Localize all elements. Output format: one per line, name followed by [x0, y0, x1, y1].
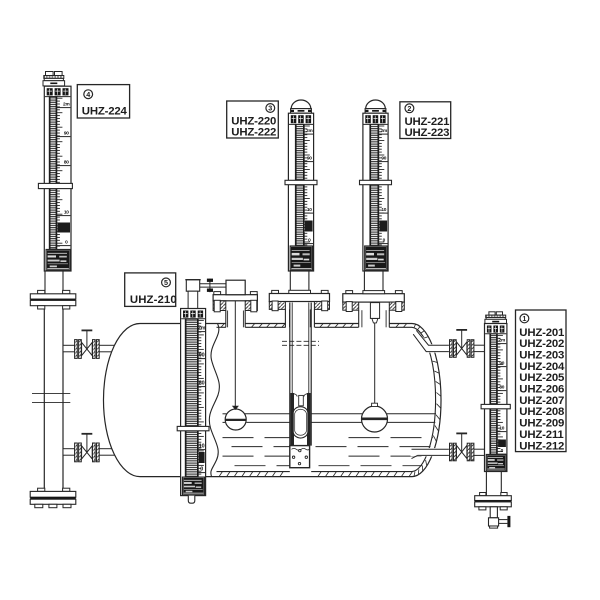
- svg-text:UHZ-221: UHZ-221: [405, 116, 451, 128]
- svg-text:2m: 2m: [198, 326, 206, 332]
- svg-text:UHZ-212: UHZ-212: [519, 440, 564, 452]
- svg-text:UHZ-209: UHZ-209: [519, 418, 564, 430]
- svg-text:UHZ-211: UHZ-211: [519, 429, 564, 441]
- svg-text:90: 90: [199, 353, 205, 359]
- svg-text:1: 1: [522, 314, 526, 323]
- svg-text:0: 0: [383, 238, 386, 244]
- svg-text:10: 10: [381, 207, 386, 213]
- svg-text:80: 80: [199, 381, 205, 387]
- svg-text:90: 90: [307, 156, 312, 162]
- svg-text:0: 0: [501, 448, 504, 454]
- svg-text:80: 80: [64, 160, 69, 166]
- svg-text:UHZ-223: UHZ-223: [405, 127, 450, 139]
- svg-text:UHZ-222: UHZ-222: [231, 127, 276, 139]
- svg-text:UHZ-207: UHZ-207: [519, 395, 564, 407]
- svg-text:10: 10: [499, 426, 504, 432]
- svg-text:UHZ-203: UHZ-203: [519, 350, 564, 362]
- svg-text:UHZ-220: UHZ-220: [231, 116, 276, 128]
- svg-text:0: 0: [200, 467, 203, 473]
- svg-text:2m: 2m: [63, 102, 70, 108]
- svg-text:UHZ-206: UHZ-206: [519, 384, 564, 396]
- svg-text:UHZ-205: UHZ-205: [519, 372, 565, 384]
- svg-text:90: 90: [64, 131, 69, 137]
- svg-text:2: 2: [407, 104, 411, 113]
- svg-text:0: 0: [308, 238, 311, 244]
- svg-text:UHZ-210: UHZ-210: [130, 294, 177, 306]
- svg-text:80: 80: [499, 385, 504, 391]
- svg-text:10: 10: [307, 207, 312, 213]
- svg-text:0: 0: [65, 240, 68, 246]
- svg-text:4: 4: [86, 90, 90, 99]
- svg-text:2m: 2m: [499, 338, 506, 344]
- svg-text:UHZ-204: UHZ-204: [519, 361, 565, 373]
- svg-text:UHZ-201: UHZ-201: [519, 327, 565, 339]
- svg-text:5: 5: [164, 278, 168, 287]
- svg-text:2m: 2m: [381, 128, 388, 134]
- svg-text:2m: 2m: [306, 128, 313, 134]
- svg-text:3: 3: [268, 104, 272, 113]
- svg-text:UHZ-224: UHZ-224: [82, 105, 128, 117]
- svg-text:90: 90: [499, 361, 504, 367]
- svg-text:10: 10: [64, 210, 69, 216]
- svg-text:90: 90: [381, 156, 386, 162]
- svg-text:UHZ-208: UHZ-208: [519, 406, 564, 418]
- svg-text:10: 10: [199, 444, 205, 450]
- svg-text:UHZ-202: UHZ-202: [519, 338, 564, 350]
